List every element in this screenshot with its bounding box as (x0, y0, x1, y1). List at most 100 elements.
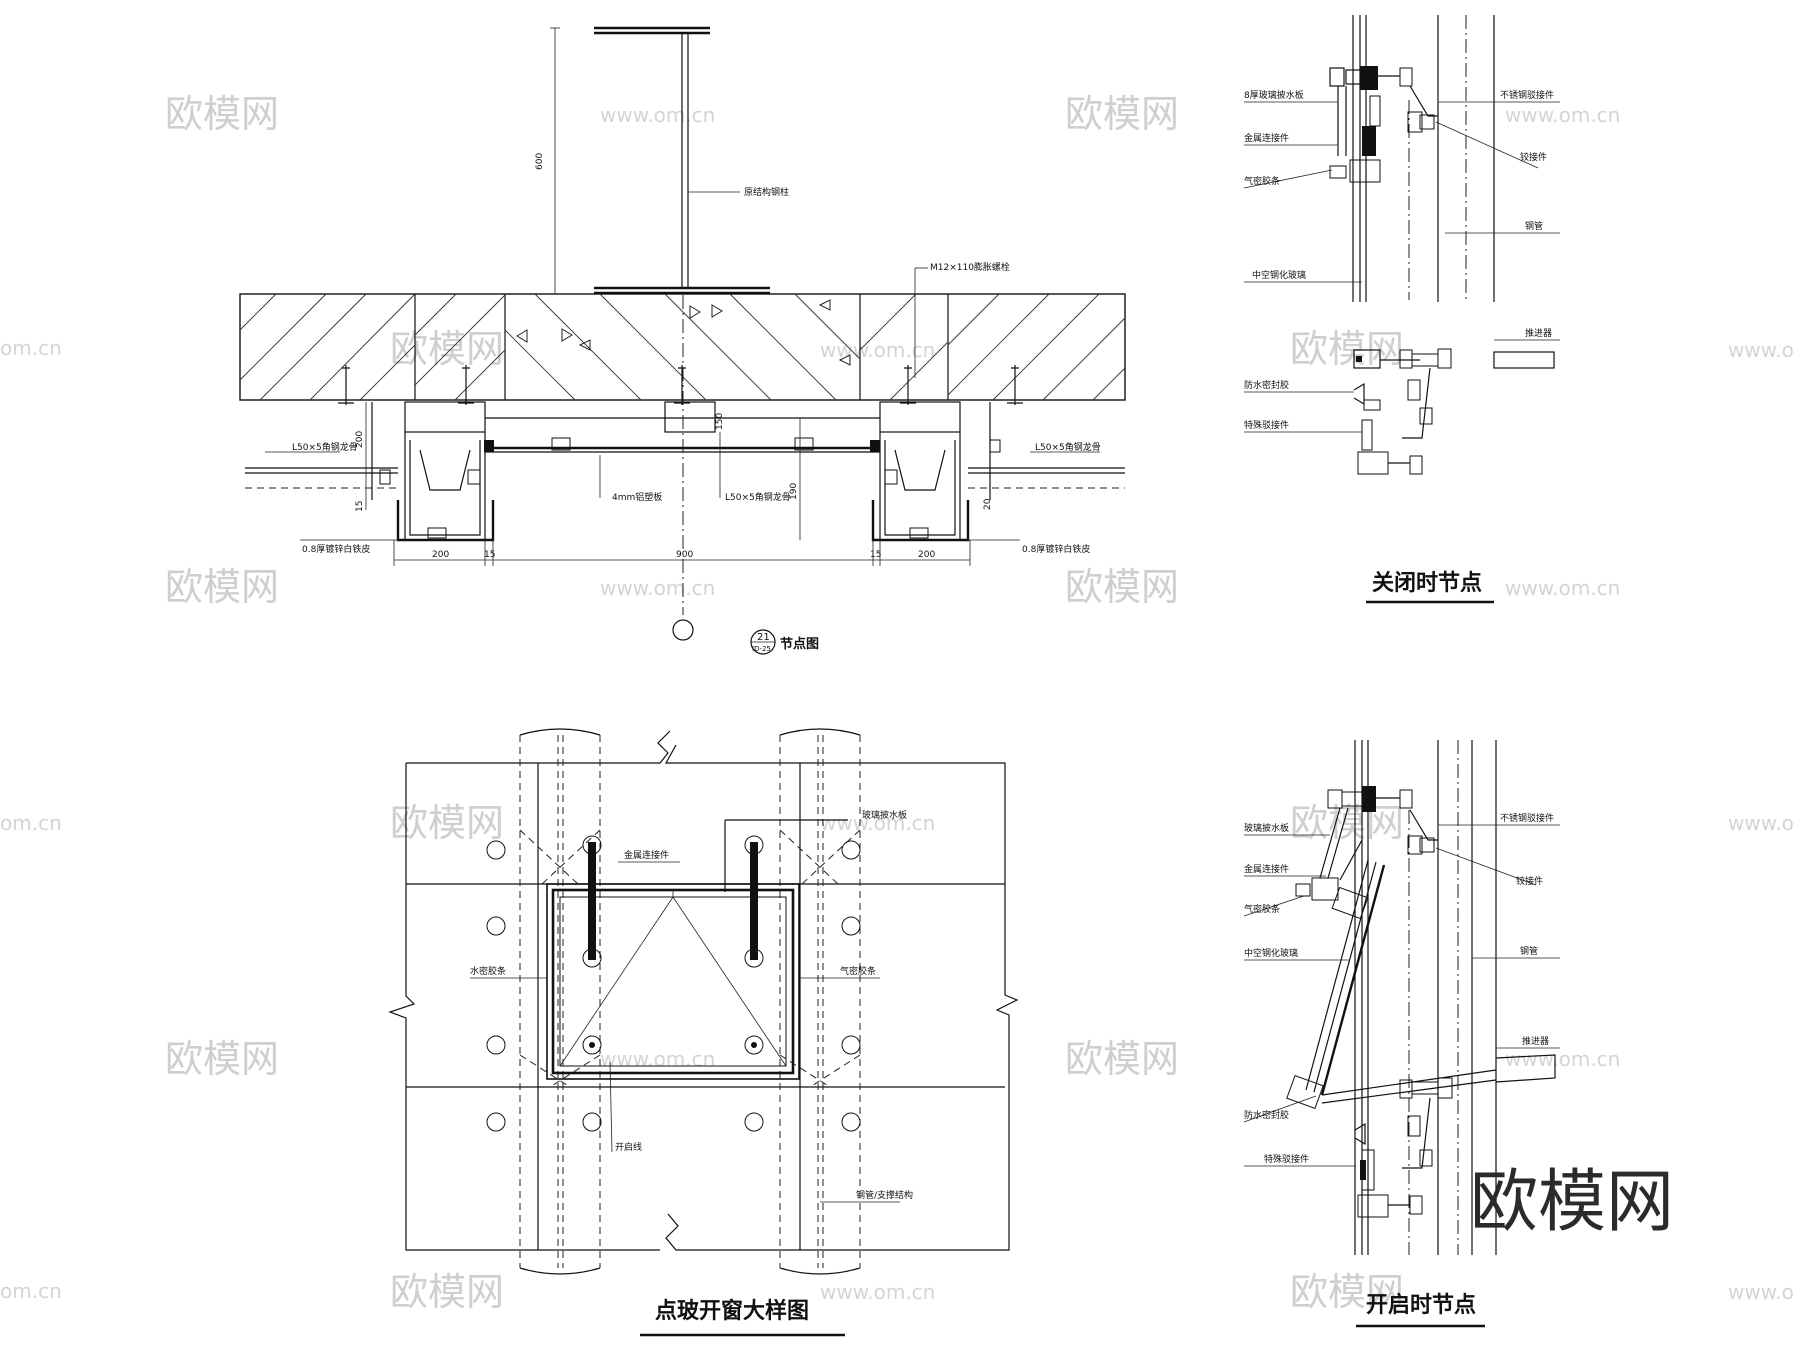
closed-node-title: 关闭时节点 (1372, 570, 1482, 596)
dim-small-a: 200 (355, 431, 365, 448)
opening-window (519, 819, 861, 1088)
open-bottom-fitting (1354, 1122, 1423, 1218)
open-top-fitting (1295, 786, 1438, 901)
dim-bottom-2: 15 (484, 550, 495, 560)
open-actuator-label: 推进器 (1522, 1035, 1549, 1047)
watermark-url: www.om.cn (1505, 576, 1620, 600)
dim-bottom-4: 15 (870, 550, 881, 560)
closed-seal-label: 气密胶条 (1244, 175, 1280, 187)
steel-column (594, 26, 770, 295)
angle-mid-label: L50×5角钢龙骨 (725, 491, 791, 503)
watermark-url-right: www.o (1728, 811, 1794, 835)
watermark-brand: 欧模网 (165, 565, 279, 609)
elev-metal-connector-label: 金属连接件 (624, 849, 669, 861)
watermark-url: www.om.cn (600, 103, 715, 127)
angle-left-label: L50×5角钢龙骨 (292, 441, 358, 453)
closed-mid-fitting (1353, 348, 1555, 475)
open-seal-label: 气密胶条 (1244, 903, 1280, 915)
open-metal-connector-label: 金属连接件 (1244, 863, 1289, 875)
closed-rubber-label: 防水密封胶 (1244, 379, 1289, 391)
watermark-url: www.om.cn (820, 338, 935, 362)
watermark-brand: 欧模网 (390, 1270, 504, 1314)
watermark-brand: 欧模网 (1290, 801, 1404, 845)
watermark-url-left: om.cn (0, 336, 62, 360)
sheet-left-label: 0.8厚镀锌白铁皮 (302, 543, 370, 555)
steel-columns (519, 728, 861, 1275)
dim-bottom-5: 200 (918, 550, 935, 560)
frame-members (379, 401, 1001, 542)
column-label: 原结构钢柱 (744, 186, 789, 198)
open-glass-label: 中空钢化玻璃 (1244, 947, 1298, 959)
open-steel-tube-label: 钢管 (1520, 945, 1538, 957)
open-node-section: 玻璃披水板 金属连接件 气密胶条 中空钢化玻璃 防水密封胶 特殊驳接件 不锈钢驳… (1243, 740, 1560, 1328)
closed-metal-connector-label: 金属连接件 (1244, 132, 1289, 144)
watermark-url-left: om.cn (0, 1279, 62, 1303)
watermark-url: www.om.cn (600, 1047, 715, 1071)
watermark-brand: 欧模网 (1290, 327, 1404, 371)
dim-height: 600 (535, 153, 545, 170)
angle-right-label: L50×5角钢龙骨 (1035, 441, 1101, 453)
open-special-label: 特殊驳接件 (1264, 1153, 1309, 1165)
dim-small-e: 20 (983, 498, 993, 510)
point-fixings (486, 835, 861, 1132)
callout-sheet: ID-25 (752, 645, 771, 653)
dim-bottom-3: 900 (676, 550, 693, 560)
watermark-url: www.om.cn (820, 811, 935, 835)
board-label: 4mm铝塑板 (612, 491, 662, 503)
dim-small-c: 190 (789, 483, 799, 500)
watermark-brand: 欧模网 (1290, 1270, 1404, 1314)
anchor-bolts (338, 365, 1023, 405)
closed-steel-tube-label: 钢管 (1525, 220, 1543, 232)
sheet-right-label: 0.8厚镀锌白铁皮 (1022, 543, 1090, 555)
watermark-layer: 欧模网 www.om.cn 欧模网 www.om.cn om.cn 欧模网 ww… (0, 92, 1794, 1314)
watermark-brand: 欧模网 (165, 92, 279, 136)
dimension-chain: 200 15 900 15 200 (393, 540, 971, 566)
watermark-url-right: www.o (1728, 1280, 1794, 1304)
watermark-brand: 欧模网 (165, 1037, 279, 1081)
elev-drip-label: 玻璃披水板 (862, 809, 907, 821)
closed-drip-label: 8厚玻璃披水板 (1244, 89, 1304, 101)
watermark-brand: 欧模网 (390, 801, 504, 845)
dim-small-d: 150 (715, 413, 725, 430)
open-hinge-label: 铰接件 (1516, 875, 1543, 887)
watermark-url-left: om.cn (0, 811, 62, 835)
callout-number: 21 (757, 632, 770, 643)
closed-glass-label: 中空钢化玻璃 (1252, 269, 1306, 281)
closed-special-label: 特殊驳接件 (1244, 419, 1289, 431)
watermark-brand: 欧模网 (1065, 92, 1179, 136)
dim-bottom-1: 200 (432, 550, 449, 560)
open-stainless-label: 不锈钢驳接件 (1500, 812, 1554, 824)
actuator-arm (1321, 1054, 1556, 1169)
watermark-url: www.om.cn (600, 576, 715, 600)
watermark-url: www.om.cn (1505, 103, 1620, 127)
node-plan-section: 600 原结构钢柱 (239, 26, 1126, 655)
elev-steel-structure-label: 钢管/支撑结构 (856, 1189, 913, 1201)
dim-small-b: 15 (355, 501, 365, 512)
open-drip-label: 玻璃披水板 (1244, 822, 1289, 834)
closed-actuator-label: 推进器 (1525, 327, 1552, 339)
watermark-url-right: www.o (1728, 338, 1794, 362)
watermark-url: www.om.cn (1505, 1047, 1620, 1071)
node-plan-title: 节点图 (780, 636, 819, 652)
watermark-brand-large: 欧模网 (1470, 1163, 1674, 1242)
wall-slab (239, 293, 1126, 401)
closed-hinge-label: 铰接件 (1520, 151, 1547, 163)
tilted-glass (1286, 839, 1386, 1110)
watermark-brand: 欧模网 (390, 327, 504, 371)
detail-callout: 21 ID-25 节点图 (750, 629, 819, 655)
anchor-label: M12×110膨胀螺栓 (930, 261, 1010, 273)
elev-air-seal-label: 气密胶条 (840, 965, 876, 977)
side-angles (245, 402, 1125, 500)
watermark-brand: 欧模网 (1065, 565, 1179, 609)
elev-opening-line-label: 开启线 (615, 1141, 642, 1153)
open-rubber-label: 防水密封胶 (1244, 1109, 1289, 1121)
closed-node-section: 8厚玻璃披水板 金属连接件 气密胶条 中空钢化玻璃 防水密封胶 特殊驳接件 不锈… (1243, 15, 1560, 604)
elev-water-seal-label: 水密胶条 (470, 965, 506, 977)
watermark-url: www.om.cn (820, 1280, 935, 1304)
watermark-brand: 欧模网 (1065, 1037, 1179, 1081)
closed-top-fitting (1329, 66, 1438, 183)
window-elevation-title: 点玻开窗大样图 (655, 1298, 809, 1324)
closed-stainless-label: 不锈钢驳接件 (1500, 89, 1554, 101)
